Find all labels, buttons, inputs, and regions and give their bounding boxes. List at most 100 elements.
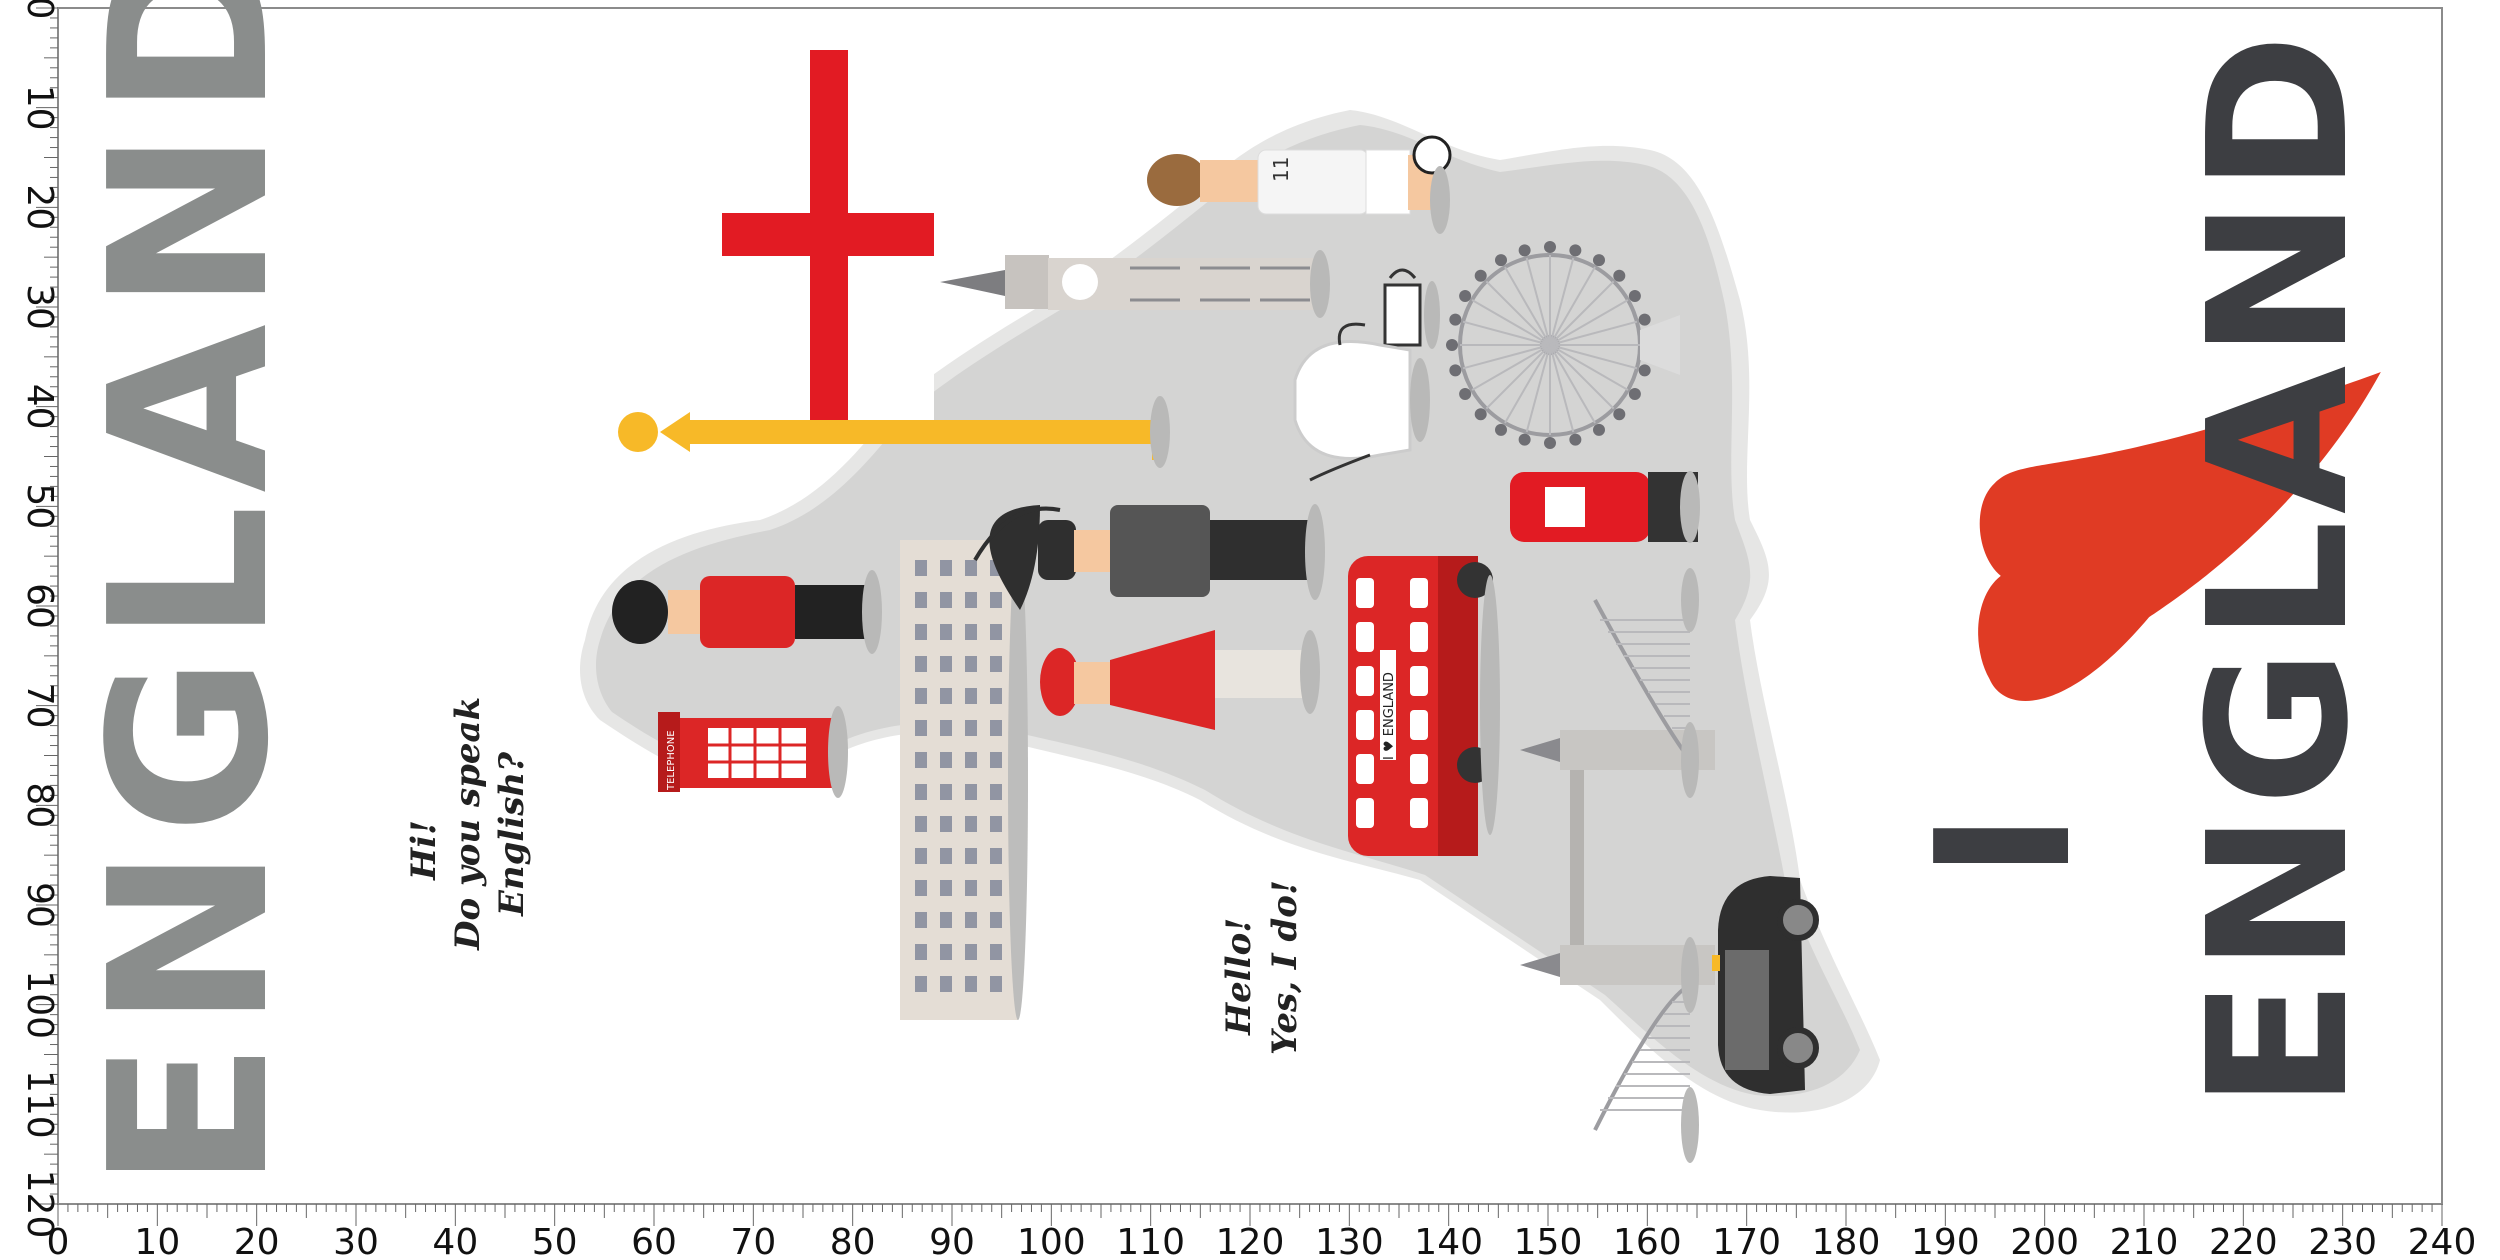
ruler-x-label: 230: [2308, 1222, 2377, 1260]
ruler-x-label: 240: [2408, 1222, 2477, 1260]
ruler-y-label: 120: [19, 1170, 60, 1239]
ruler-x-label: 220: [2209, 1222, 2278, 1260]
palace-window: [915, 752, 927, 768]
eye-pod: [1613, 408, 1626, 421]
ruler-x-label: 200: [2010, 1222, 2079, 1260]
eye-spoke: [1525, 257, 1551, 346]
palace-window: [940, 560, 952, 576]
bus-window: [1410, 666, 1428, 696]
palace-window: [965, 880, 977, 896]
tower-bridge-icon: [1520, 568, 1715, 1163]
ruler-y-label: 90: [19, 882, 60, 928]
ruler-x-label: 70: [730, 1222, 776, 1260]
ruler-x-label: 210: [2110, 1222, 2179, 1260]
ruler-x-label: 180: [1812, 1222, 1881, 1260]
post-box-icon: [1510, 471, 1700, 543]
palace-window: [965, 720, 977, 736]
right-title-england: ENGLAND: [2168, 28, 2391, 1110]
palace-window: [915, 880, 927, 896]
bus-window: [1356, 798, 1374, 828]
eye-pod: [1474, 408, 1487, 421]
palace-window: [915, 624, 927, 640]
ruler-x-label: 90: [929, 1222, 975, 1260]
palace-window: [990, 848, 1002, 864]
eye-pod: [1474, 269, 1487, 282]
gentleman-with-umbrella-figure: [973, 504, 1325, 610]
speech-question-line1: Hi!: [404, 820, 444, 881]
eye-spoke: [1549, 280, 1615, 346]
ruler-x-label: 80: [830, 1222, 876, 1260]
speech-question: Hi! Do you speak English?: [404, 697, 532, 951]
eye-pod: [1593, 254, 1605, 267]
bus-sign: I ♥ ENGLAND: [1382, 672, 1397, 760]
palace-window: [990, 816, 1002, 832]
bus-window: [1356, 710, 1374, 740]
eye-spoke: [1549, 320, 1638, 346]
eye-pod: [1569, 244, 1582, 257]
ruler-y-label: 30: [19, 284, 60, 330]
palace-window: [940, 656, 952, 672]
right-title-i: I: [1896, 811, 2112, 880]
palace-window: [965, 784, 977, 800]
speech-answer-line2: Yes, I do!: [1265, 880, 1305, 1055]
eye-pod: [1518, 433, 1531, 446]
ruler-y-label: 80: [19, 782, 60, 828]
palace-window: [940, 912, 952, 928]
palace-window: [940, 944, 952, 960]
ruler-x-label: 130: [1315, 1222, 1384, 1260]
palace-window: [915, 688, 927, 704]
palace-window: [965, 560, 977, 576]
ruler-y-label: 50: [19, 483, 60, 529]
eye-spoke: [1549, 344, 1629, 391]
palace-window: [990, 976, 1002, 992]
bus-window: [1356, 666, 1374, 696]
eye-pod: [1628, 388, 1641, 400]
eye-spoke: [1504, 344, 1551, 424]
eye-pod: [1638, 313, 1651, 326]
palace-window: [990, 688, 1002, 704]
ruler-x-label: 110: [1116, 1222, 1185, 1260]
black-cab-icon: [1712, 876, 1819, 1094]
woman-in-red-coat-figure: [1040, 630, 1320, 730]
bus-window: [1410, 622, 1428, 652]
palace-window: [940, 720, 952, 736]
eye-pod: [1495, 254, 1507, 267]
eye-pod: [1628, 290, 1641, 302]
speech-answer: Hello! Yes, I do!: [1219, 880, 1305, 1055]
footballer-figure: 11: [1147, 135, 1452, 234]
palace-window: [915, 592, 927, 608]
palace-window: [940, 688, 952, 704]
left-title: ENGLAND: [64, 0, 317, 1190]
eye-pod: [1518, 244, 1531, 257]
teapot-icon: [1293, 322, 1430, 482]
ruler-y-label: 60: [19, 583, 60, 629]
ruler-x-label: 190: [1911, 1222, 1980, 1260]
eye-spoke: [1549, 344, 1596, 424]
palace-window: [965, 912, 977, 928]
palace-window: [990, 592, 1002, 608]
eye-pod: [1569, 433, 1582, 446]
eye-spoke: [1471, 299, 1551, 346]
eye-pod: [1638, 364, 1651, 377]
eye-pod: [1459, 388, 1472, 400]
bus-window: [1356, 754, 1374, 784]
palace-window: [965, 976, 977, 992]
eye-spoke: [1462, 344, 1551, 370]
palace-window: [965, 816, 977, 832]
eye-pod: [1495, 423, 1507, 436]
eye-spoke: [1549, 257, 1575, 346]
big-ben-icon: [940, 250, 1330, 318]
ruler-y-label: 10: [19, 85, 60, 131]
palace-window: [965, 592, 977, 608]
ruler-x-label: 170: [1712, 1222, 1781, 1260]
ruler-y-label: 40: [19, 384, 60, 430]
palace-window: [940, 816, 952, 832]
ruler-y-label: 110: [19, 1070, 60, 1139]
ruler-x-label: 30: [333, 1222, 379, 1260]
eye-pod: [1544, 437, 1556, 449]
palace-window: [915, 560, 927, 576]
palace-window: [940, 880, 952, 896]
